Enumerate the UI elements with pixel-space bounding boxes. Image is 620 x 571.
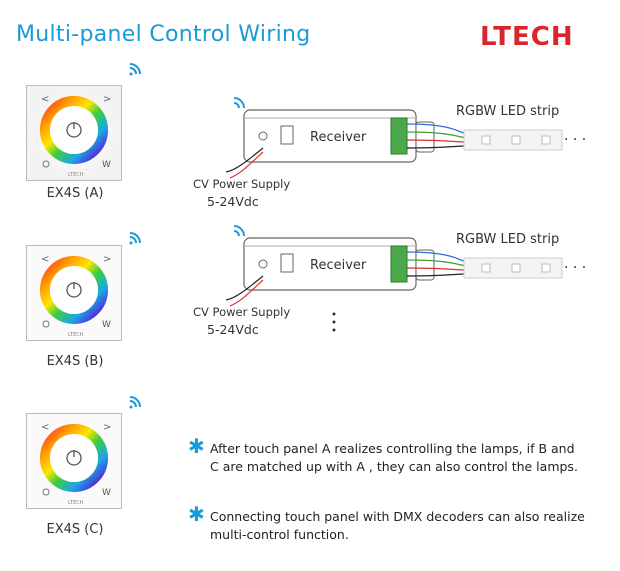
note-2: ✱ Connecting touch panel with DMX decode… (188, 504, 610, 544)
next-arrow: > (103, 422, 111, 433)
power-label-1: CV Power Supply (193, 177, 291, 191)
panel-label-a: EX4S (A) (46, 186, 104, 201)
receiver-wiring-1: · · · Receiver (225, 97, 586, 179)
touch-panel-a: < > W LTECH (26, 85, 122, 181)
color-wheel (40, 424, 108, 492)
strip-label-2: RGBW LED strip (456, 232, 560, 247)
brand-logo: LTECH (480, 22, 574, 52)
touch-panel-b: < > W LTECH (26, 245, 122, 341)
panel-label-c: EX4S (C) (46, 522, 104, 537)
prev-arrow: < (41, 254, 49, 265)
note-1-line-1: After touch panel A realizes controlling… (210, 441, 575, 456)
prev-arrow: < (41, 422, 49, 433)
page-title: Multi-panel Control Wiring (16, 22, 311, 47)
wireless-signal-icon (129, 232, 141, 245)
receiver-wiring-2: · · · Receiver (225, 225, 586, 332)
wireless-signal-icon (129, 396, 141, 409)
next-arrow: > (103, 94, 111, 105)
wireless-signal-icon (233, 225, 245, 237)
voltage-label-2: 5-24Vdc (207, 322, 259, 337)
color-wheel (40, 96, 108, 164)
wireless-signal-icon (129, 63, 141, 76)
receiver-label: Receiver (310, 258, 367, 273)
vertical-ellipsis-icon (332, 312, 336, 332)
w-label: W (102, 160, 111, 170)
panel-brand: LTECH (68, 500, 84, 506)
w-label: W (102, 320, 111, 330)
panel-brand: LTECH (68, 172, 84, 178)
touch-panel-c: < > W LTECH (26, 413, 122, 509)
panel-brand: LTECH (68, 332, 84, 338)
wireless-signal-icon (233, 97, 245, 109)
receiver-label: Receiver (310, 130, 367, 145)
prev-arrow: < (41, 94, 49, 105)
strip-label-1: RGBW LED strip (456, 104, 560, 119)
asterisk-icon: ✱ (188, 434, 205, 458)
voltage-label-1: 5-24Vdc (207, 194, 259, 209)
note-1: ✱ After touch panel A realizes controlli… (188, 436, 610, 476)
power-label-2: CV Power Supply (193, 305, 291, 319)
color-wheel (40, 256, 108, 324)
next-arrow: > (103, 254, 111, 265)
w-label: W (102, 488, 111, 498)
note-1-line-2: C are matched up with A , they can also … (210, 459, 578, 474)
svg-text:· · ·: · · · (564, 260, 586, 276)
panel-label-b: EX4S (B) (46, 354, 104, 369)
note-2-line-1: Connecting touch panel with DMX decoders… (210, 509, 585, 524)
svg-text:· · ·: · · · (564, 132, 586, 148)
asterisk-icon: ✱ (188, 502, 205, 526)
note-2-line-2: multi-control function. (210, 527, 349, 542)
